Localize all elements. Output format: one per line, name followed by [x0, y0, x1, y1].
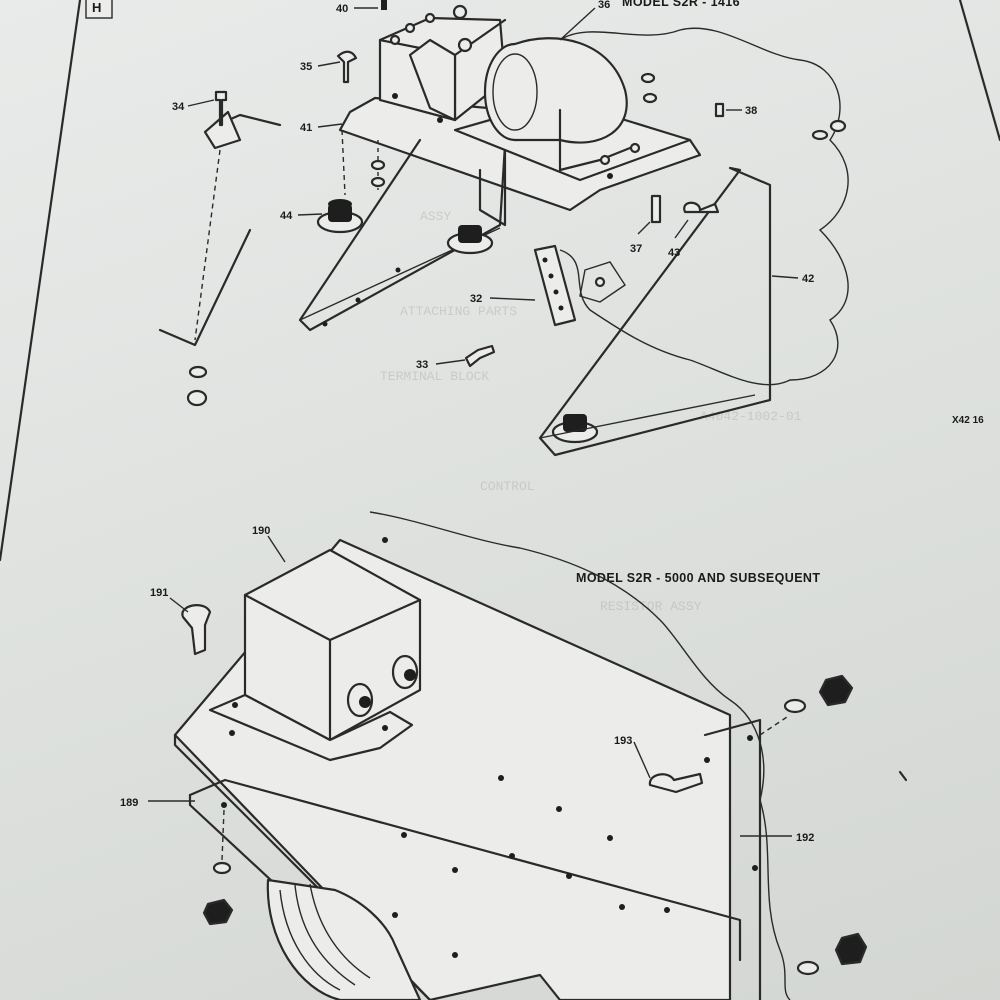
callout-37: 37 — [630, 243, 642, 255]
svg-text:ASSY: ASSY — [420, 209, 451, 224]
callout-33: 33 — [416, 359, 428, 371]
callout-36: 36 — [598, 0, 610, 11]
svg-text:CONTROL: CONTROL — [480, 479, 535, 494]
callout-34: 34 — [172, 101, 185, 113]
bracket-42 — [538, 166, 772, 457]
screw-37 — [650, 194, 662, 224]
callout-41: 41 — [300, 122, 312, 134]
screw-40 — [381, 0, 387, 10]
cutaway-outline-top — [559, 27, 849, 386]
callout-40: 40 — [336, 3, 348, 15]
relay-box — [378, 4, 507, 123]
rubber-mount-center — [446, 225, 494, 255]
pin-38 — [714, 102, 725, 118]
callout-192: 192 — [796, 832, 814, 844]
callout-43: 43 — [668, 247, 680, 259]
callout-193: 193 — [614, 735, 632, 747]
support-bracket-left — [298, 138, 507, 332]
callout-32: 32 — [470, 293, 482, 305]
bolt-191 — [181, 604, 212, 656]
callout-191: 191 — [150, 587, 168, 599]
screw-43 — [683, 201, 720, 214]
figure-reference: X42 16 — [952, 415, 984, 426]
callout-42: 42 — [802, 273, 814, 285]
fastener-stack-right — [783, 674, 868, 976]
svg-text:RESISTOR ASSY: RESISTOR ASSY — [600, 599, 702, 614]
cutaway-outline-bottom — [369, 511, 791, 1000]
callout-38: 38 — [745, 105, 757, 117]
screw-35 — [336, 50, 358, 84]
svg-text:A4042-1002-01: A4042-1002-01 — [700, 409, 802, 424]
bottom-model-label: MODEL S2R - 5000 AND SUBSEQUENT — [576, 571, 820, 585]
callout-35: 35 — [300, 61, 312, 73]
fastener-stack-left — [202, 861, 234, 926]
transformer-coil — [453, 37, 692, 182]
section-tab: H — [85, 0, 113, 19]
lower-coil — [266, 878, 422, 1000]
screw-33 — [464, 344, 496, 368]
rubber-mount-44 — [316, 199, 364, 234]
svg-text:TERMINAL BLOCK: TERMINAL BLOCK — [380, 369, 489, 384]
top-model-label: MODEL S2R - 1416 — [622, 0, 740, 9]
bolt-193 — [648, 772, 704, 794]
screw-34 — [214, 90, 228, 127]
svg-text:ATTACHING PARTS: ATTACHING PARTS — [400, 304, 517, 319]
page-left-border — [0, 0, 82, 562]
section-tab-label: H — [92, 0, 101, 15]
leader-lines-bottom — [148, 535, 792, 837]
terminal-block-32 — [533, 244, 577, 327]
mounting-holes-bottom — [221, 537, 758, 958]
side-flange-192 — [703, 718, 762, 1000]
connector-pair — [346, 654, 419, 718]
rubber-mount-right — [551, 414, 599, 444]
callout-189: 189 — [120, 797, 138, 809]
callout-190: 190 — [252, 525, 270, 537]
leader-lines-top — [187, 7, 799, 365]
relay-box-190 — [208, 548, 422, 762]
page-right-border — [958, 0, 1000, 142]
callout-44: 44 — [280, 210, 293, 222]
